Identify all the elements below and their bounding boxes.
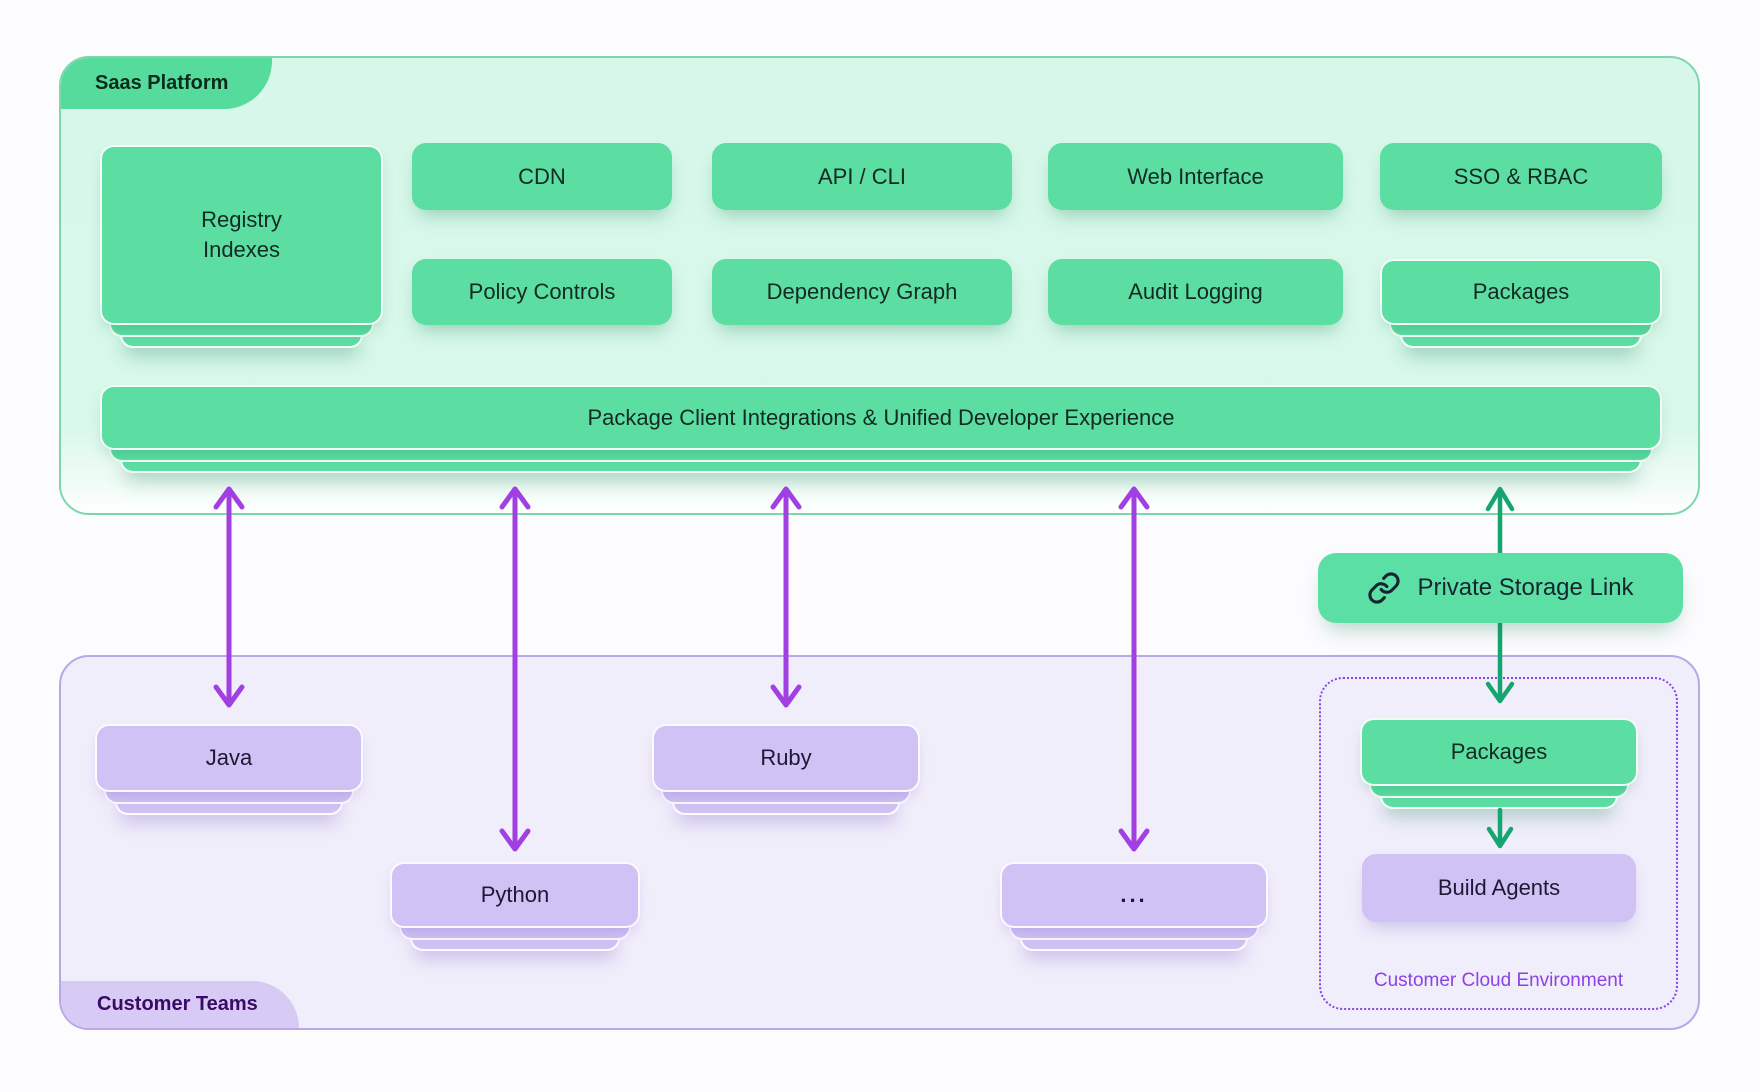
card-integration-bar: Package Client Integrations & Unified De…	[100, 385, 1662, 473]
card-integration-bar-label: Package Client Integrations & Unified De…	[100, 385, 1662, 450]
card-customer-packages: Packages	[1360, 718, 1638, 809]
customer-teams-tab: Customer Teams	[61, 981, 299, 1028]
card-team-python-label: Python	[390, 862, 640, 928]
link-icon	[1368, 572, 1401, 604]
private-storage-link-label: Private Storage Link	[1417, 574, 1634, 601]
card-policy-controls: Policy Controls	[412, 259, 672, 325]
card-registry-indexes-label: Registry Indexes	[100, 145, 383, 325]
card-customer-packages-label: Packages	[1360, 718, 1638, 786]
card-platform-packages-label: Packages	[1380, 259, 1662, 325]
saas-platform-tab-label: Saas Platform	[95, 72, 229, 94]
card-audit-logging: Audit Logging	[1048, 259, 1343, 325]
customer-cloud-environment-label: Customer Cloud Environment	[1373, 970, 1624, 991]
card-team-ruby-label: Ruby	[652, 724, 920, 792]
card-team-more-label: ...	[1000, 862, 1268, 928]
card-team-python: Python	[390, 862, 640, 951]
card-cdn: CDN	[412, 143, 672, 210]
card-team-more: ...	[1000, 862, 1268, 951]
private-storage-link-button: Private Storage Link	[1318, 553, 1683, 623]
card-sso-rbac: SSO & RBAC	[1380, 143, 1662, 210]
card-dependency-graph: Dependency Graph	[712, 259, 1012, 325]
card-team-java: Java	[95, 724, 363, 815]
card-team-java-label: Java	[95, 724, 363, 792]
card-registry-indexes: Registry Indexes	[100, 145, 383, 348]
card-build-agents: Build Agents	[1362, 854, 1636, 922]
customer-teams-tab-label: Customer Teams	[97, 993, 258, 1015]
card-team-ruby: Ruby	[652, 724, 920, 815]
customer-teams-container: Customer Teams	[59, 655, 1700, 1030]
card-platform-packages: Packages	[1380, 259, 1662, 348]
saas-platform-tab: Saas Platform	[61, 58, 272, 109]
card-web-interface: Web Interface	[1048, 143, 1343, 210]
card-api-cli: API / CLI	[712, 143, 1012, 210]
